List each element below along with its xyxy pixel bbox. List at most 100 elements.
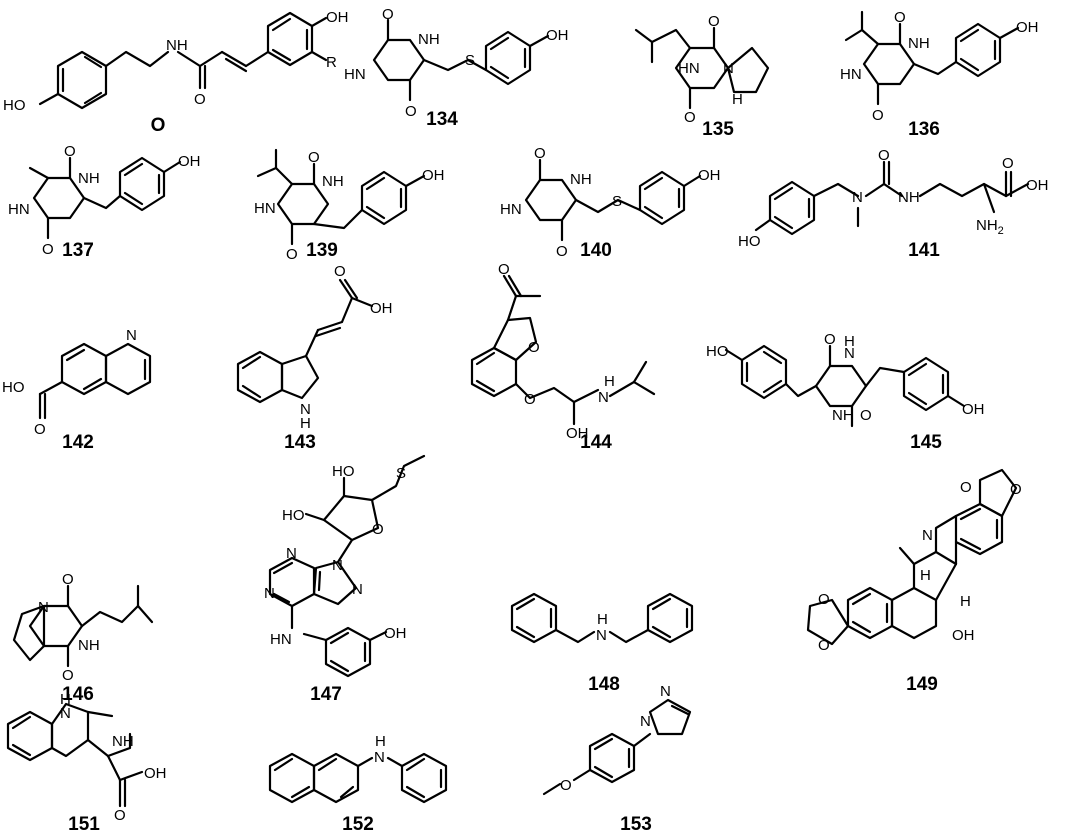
atom-label-o: O: [334, 263, 346, 280]
atom-label-o: O: [1002, 155, 1014, 172]
atom-label-nh: NH: [166, 37, 188, 54]
atom-label-h: H: [960, 593, 971, 610]
atom-label-o: O: [405, 103, 417, 120]
atom-label-o: O: [372, 521, 384, 538]
atom-label-hn: HN: [500, 201, 522, 218]
atom-label-nh: NH: [78, 637, 100, 654]
atom-label-nh: NH: [898, 189, 920, 206]
atom-label-nh: N: [844, 345, 855, 362]
atom-label-n: N: [922, 527, 933, 544]
atom-label-n: N: [126, 327, 137, 344]
atom-label-o: O: [528, 339, 540, 356]
compound-id-149: 149: [906, 674, 938, 695]
atom-label-hn: HN: [8, 201, 30, 218]
atom-label-oh: OH: [962, 401, 985, 418]
atom-label-n: N: [352, 581, 363, 598]
compound-140-structure: [524, 158, 702, 242]
atom-label-o: O: [818, 591, 830, 608]
atom-label-nh: NH: [78, 170, 100, 187]
compound-141-structure: [754, 160, 1030, 236]
compound-135-structure: [634, 26, 770, 110]
compound-id-135: 135: [702, 119, 734, 140]
atom-label-oh: OH: [952, 627, 975, 644]
atom-label-hn: HN: [344, 66, 366, 83]
atom-label-h: H: [375, 733, 386, 750]
atom-label-oh: OH: [384, 625, 407, 642]
compound-id-134: 134: [426, 109, 458, 130]
atom-label-n: N: [286, 545, 297, 562]
atom-label-n: N: [660, 683, 671, 700]
atom-label-h: H: [300, 415, 311, 432]
compound-id-140: 140: [580, 240, 612, 261]
atom-label-o: O: [34, 421, 46, 438]
atom-label-nh: N: [598, 389, 609, 406]
atom-label-n: N: [264, 585, 275, 602]
atom-label-h: H: [844, 333, 855, 350]
atom-label-o: O: [818, 637, 830, 654]
atom-label-o: O: [382, 6, 394, 23]
compound-id-153: 153: [620, 814, 652, 834]
atom-label-h: H: [60, 691, 71, 708]
atom-label-h: H: [732, 91, 743, 108]
atom-label-nh: NH: [322, 173, 344, 190]
compound-id-148: 148: [588, 674, 620, 695]
atom-label-hn: HN: [270, 631, 292, 648]
atom-label-o: O: [64, 143, 76, 160]
atom-label-ho: HO: [332, 463, 355, 480]
atom-label-o: O: [878, 147, 890, 164]
atom-label-o: O: [114, 807, 126, 824]
compound-id-146: 146: [62, 684, 94, 705]
atom-label-nh: N: [300, 401, 311, 418]
atom-label-o: O: [498, 261, 510, 278]
atom-label-oh: OH: [144, 765, 167, 782]
compound-145-structure: [724, 344, 966, 428]
compound-id-136: 136: [908, 119, 940, 140]
compound-148-structure: [510, 592, 694, 644]
atom-label-h: H: [604, 373, 615, 390]
compound-151-structure: [6, 702, 144, 808]
atom-label-o: O: [524, 391, 536, 408]
compound-id-139: 139: [306, 240, 338, 261]
atom-label-h: H: [597, 611, 608, 628]
compound-id-O: O: [151, 115, 166, 136]
atom-label-o: O: [42, 241, 54, 258]
atom-label-nh: NH: [908, 35, 930, 52]
atom-label-o: O: [62, 571, 74, 588]
atom-label-n: N: [38, 599, 49, 616]
atom-label-o: O: [708, 13, 720, 30]
compound-143-structure: [236, 278, 374, 404]
atom-label-n: N: [596, 627, 607, 644]
compound-id-137: 137: [62, 240, 94, 261]
compound-139-structure: [256, 148, 426, 246]
atom-label-o: O: [872, 107, 884, 124]
atom-label-nh: NH: [112, 733, 134, 750]
compound-id-145: 145: [910, 432, 942, 453]
atom-label-ho: HO: [706, 343, 729, 360]
atom-label-oh: OH: [178, 153, 201, 170]
atom-label-h: H: [920, 567, 931, 584]
atom-label-nh: NH: [418, 31, 440, 48]
atom-label-ho: HO: [738, 233, 761, 250]
atom-label-o: O: [860, 407, 872, 424]
compound-152-structure: [268, 752, 448, 804]
atom-label-oh: OH: [546, 27, 569, 44]
atom-label-hn: HN: [254, 200, 276, 217]
compound-137-structure: [28, 156, 182, 240]
atom-label-o: O: [534, 145, 546, 162]
atom-label-o: O: [960, 479, 972, 496]
atom-label-o: O: [308, 149, 320, 166]
compound-144-structure: [470, 274, 656, 426]
compound-153-structure: [542, 698, 692, 796]
atom-label-s: S: [465, 52, 475, 69]
compound-id-141: 141: [908, 240, 940, 261]
atom-label-nh2: NH2: [976, 217, 1004, 237]
atom-label-o: O: [1010, 481, 1022, 498]
atom-label-n: N: [60, 705, 71, 722]
atom-label-oh: OH: [1016, 19, 1039, 36]
compound-147-structure: [268, 454, 426, 678]
atom-label-o: O: [194, 91, 206, 108]
atom-label-nh: NH: [570, 171, 592, 188]
atom-label-r: R: [326, 54, 337, 71]
atom-label-nh: NH: [832, 407, 854, 424]
